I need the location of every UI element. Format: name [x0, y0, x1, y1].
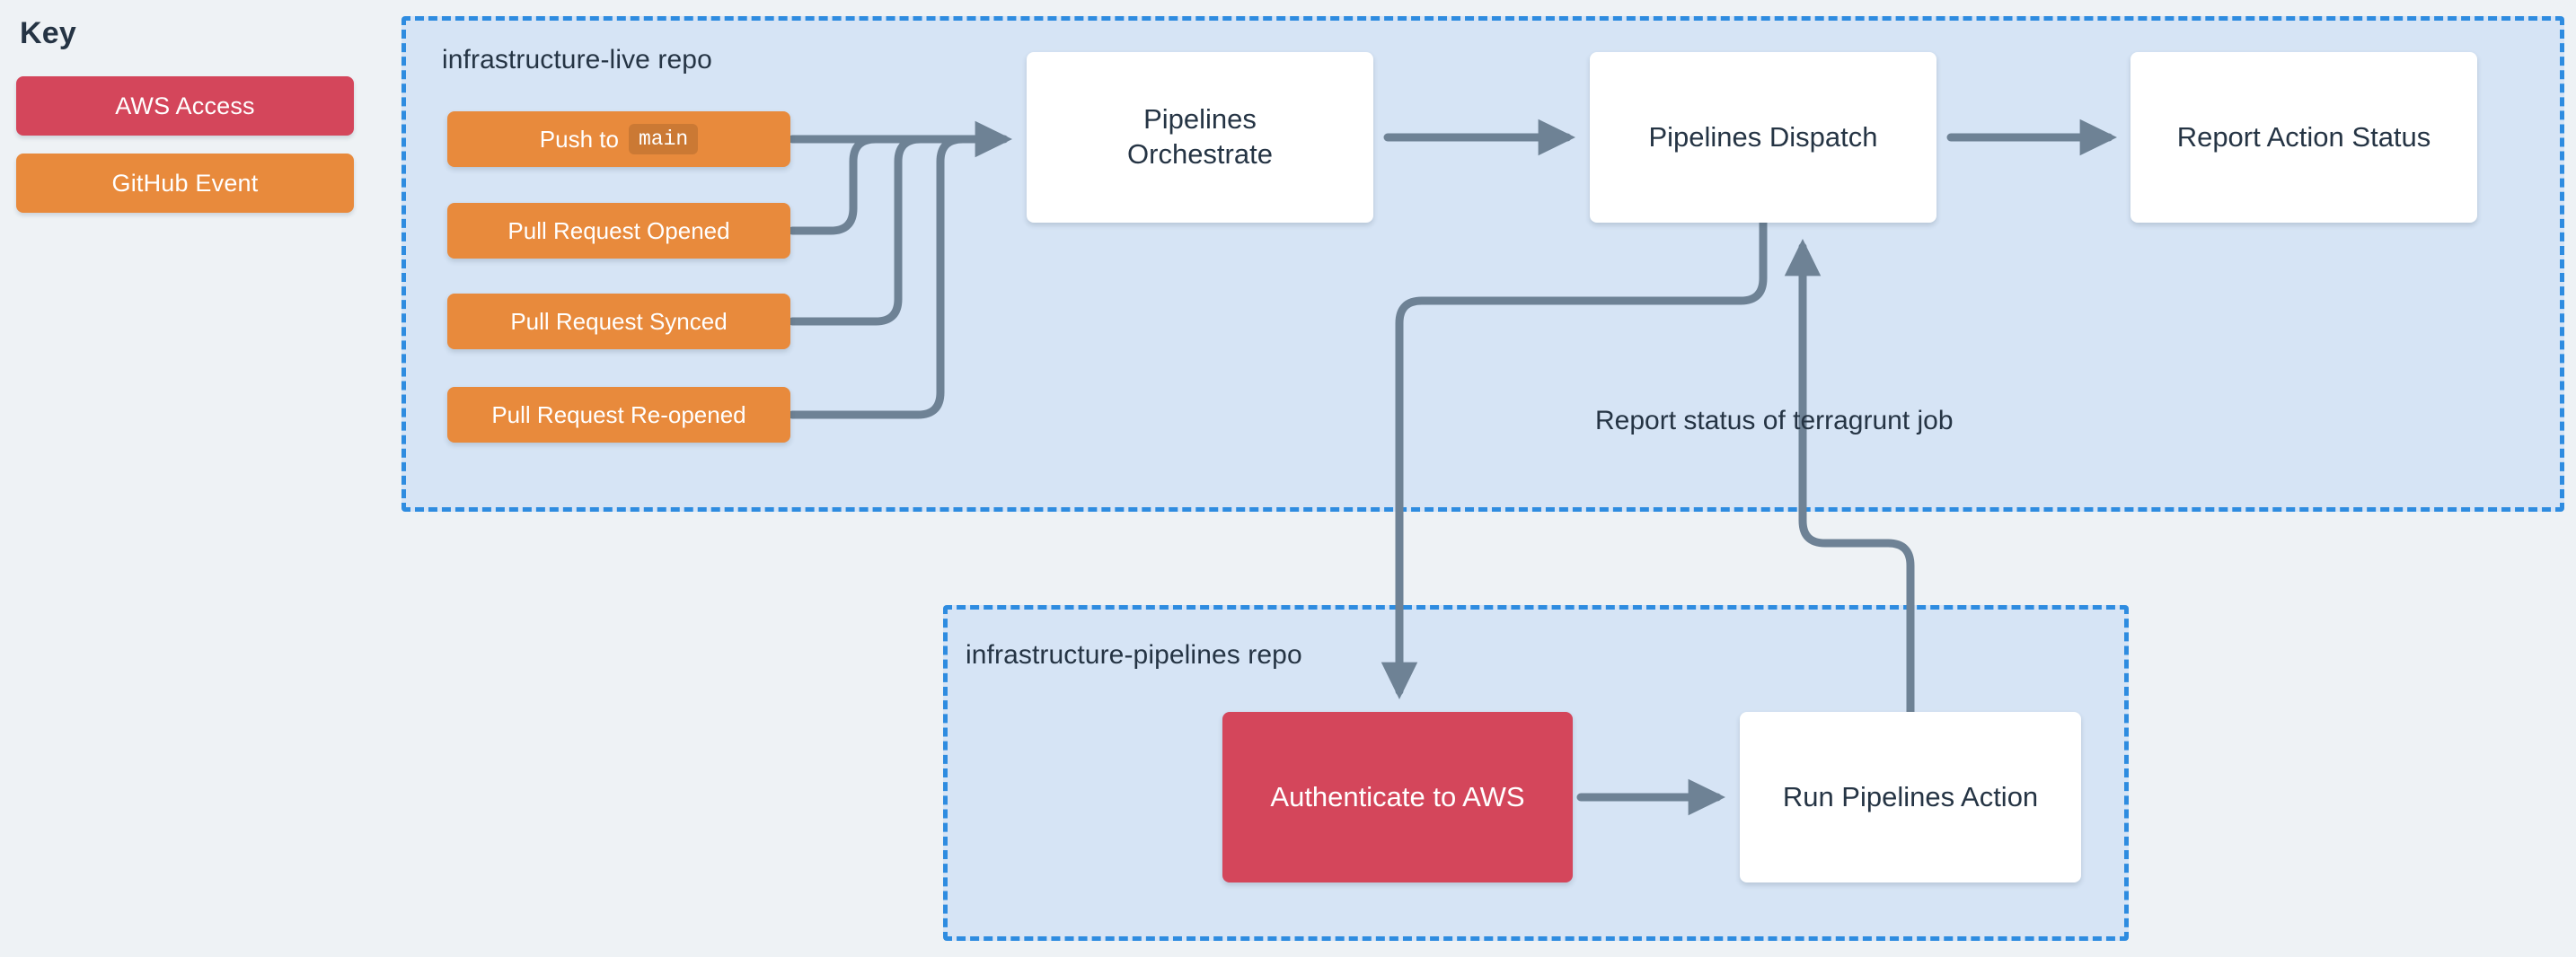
node-pipelines-dispatch[interactable]: Pipelines Dispatch	[1590, 52, 1936, 223]
node-pull-request-opened[interactable]: Pull Request Opened	[447, 203, 790, 259]
legend-label-aws-access: AWS Access	[115, 92, 255, 119]
node-label-pull-request-reopened: Pull Request Re-opened	[491, 400, 746, 428]
edge-label-report-status-of-terragrunt-job: Report status of terragrunt job	[1595, 406, 1954, 435]
node-pull-request-reopened[interactable]: Pull Request Re-opened	[447, 387, 790, 443]
legend-item-aws-access: AWS Access	[16, 76, 354, 136]
node-label-pipelines-dispatch: Pipelines Dispatch	[1648, 120, 1878, 153]
node-label-report-action-status: Report Action Status	[2176, 120, 2431, 153]
node-label-pull-request-opened: Pull Request Opened	[507, 216, 730, 244]
legend-item-github-event: GitHub Event	[16, 154, 354, 213]
node-label-push-to-main: Push to	[539, 125, 619, 153]
node-label-pipelines-orchestrate-line1: Pipelines	[1143, 103, 1257, 136]
container-label-infrastructure-pipelines: infrastructure-pipelines repo	[966, 640, 1302, 670]
node-push-to-main[interactable]: Push to main	[447, 111, 790, 167]
node-pipelines-orchestrate[interactable]: Pipelines Orchestrate	[1027, 52, 1373, 223]
node-label-authenticate-to-aws: Authenticate to AWS	[1270, 780, 1525, 812]
key-title: Key	[20, 16, 76, 50]
code-badge-main: main	[628, 123, 699, 155]
node-label-pull-request-synced: Pull Request Synced	[510, 307, 728, 335]
node-authenticate-to-aws[interactable]: Authenticate to AWS	[1222, 712, 1573, 882]
legend-label-github-event: GitHub Event	[111, 169, 259, 197]
node-run-pipelines-action[interactable]: Run Pipelines Action	[1740, 712, 2081, 882]
node-report-action-status[interactable]: Report Action Status	[2130, 52, 2477, 223]
node-label-pipelines-orchestrate-line2: Orchestrate	[1127, 138, 1273, 170]
node-pull-request-synced[interactable]: Pull Request Synced	[447, 294, 790, 349]
container-label-infrastructure-live: infrastructure-live repo	[442, 45, 712, 75]
node-label-run-pipelines-action: Run Pipelines Action	[1782, 780, 2039, 812]
key-legend: Key AWS Access GitHub Event	[16, 16, 366, 231]
